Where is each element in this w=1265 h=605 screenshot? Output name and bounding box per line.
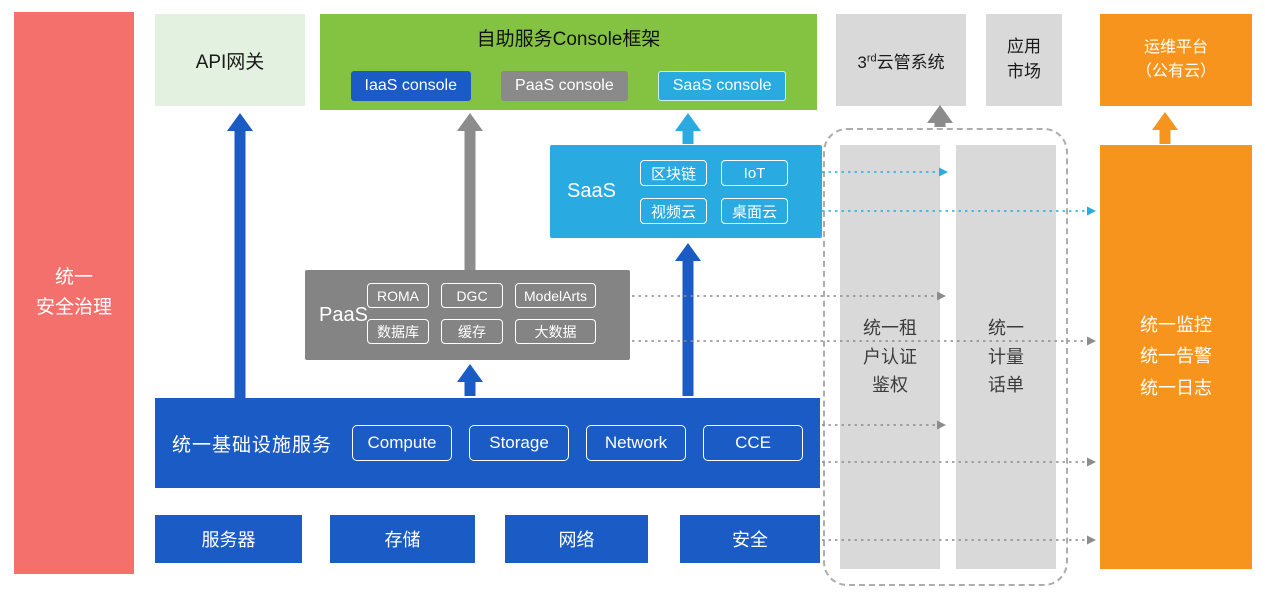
hw-storage-box: 存储 (330, 515, 475, 563)
chip-iot: IoT (721, 160, 789, 186)
paas-label: PaaS (319, 303, 368, 326)
chip-cache: 缓存 (441, 319, 503, 344)
iaas-chip-row: Compute Storage Network CCE (352, 425, 804, 461)
iaas-console-chip: IaaS console (350, 71, 472, 101)
third-party-rest: 云管系统 (876, 52, 945, 72)
app-market-box: 应用 市场 (986, 14, 1062, 106)
tenant-auth-bar: 统一租 户认证 鉴权 (840, 145, 940, 569)
chip-cce: CCE (703, 425, 804, 461)
console-framework-title: 自助服务Console框架 (476, 29, 661, 50)
hw-network-box: 网络 (505, 515, 648, 563)
hw-security-box: 安全 (680, 515, 820, 563)
chip-video-cloud: 视频云 (640, 198, 708, 224)
paas-chip-grid: ROMA DGC ModelArts 数据库 缓存 大数据 (367, 283, 597, 344)
paas-box: PaaS ROMA DGC ModelArts 数据库 缓存 大数据 (305, 270, 630, 360)
security-governance-bar: 统一 安全治理 (14, 12, 134, 574)
chip-bigdata: 大数据 (515, 319, 597, 344)
api-gateway-box: API网关 (155, 14, 305, 106)
chip-modelarts: ModelArts (515, 283, 597, 308)
saas-label: SaaS (567, 180, 616, 202)
paas-console-chip: PaaS console (501, 71, 628, 101)
monitoring-bar: 统一监控 统一告警 统一日志 (1100, 145, 1252, 569)
console-framework-box: 自助服务Console框架 IaaS console PaaS console … (320, 14, 817, 110)
third-party-num: 3 (857, 52, 867, 72)
saas-chip-grid: 区块链 IoT 视频云 桌面云 (640, 160, 789, 224)
third-party-cloud-box: 3rd云管系统 (836, 14, 966, 106)
hw-server-box: 服务器 (155, 515, 302, 563)
chip-network: Network (586, 425, 687, 461)
saas-console-chip: SaaS console (657, 71, 787, 101)
chip-roma: ROMA (367, 283, 429, 308)
shared-services-group (823, 128, 1068, 586)
third-party-cloud-label: 3rd云管系统 (857, 48, 944, 73)
iaas-label: 统一基础设施服务 (172, 434, 333, 456)
saas-box: SaaS 区块链 IoT 视频云 桌面云 (550, 145, 822, 238)
chip-desktop-cloud: 桌面云 (721, 198, 789, 224)
iaas-box: 统一基础设施服务 Compute Storage Network CCE (155, 398, 820, 488)
chip-database: 数据库 (367, 319, 429, 344)
chip-storage: Storage (469, 425, 570, 461)
metering-bar: 统一 计量 话单 (956, 145, 1056, 569)
third-party-sup: rd (866, 51, 877, 64)
ops-platform-box: 运维平台 （公有云） (1100, 14, 1252, 106)
chip-dgc: DGC (441, 283, 503, 308)
chip-blockchain: 区块链 (640, 160, 708, 186)
console-chips-row: IaaS console PaaS console SaaS console (320, 71, 817, 101)
chip-compute: Compute (352, 425, 453, 461)
